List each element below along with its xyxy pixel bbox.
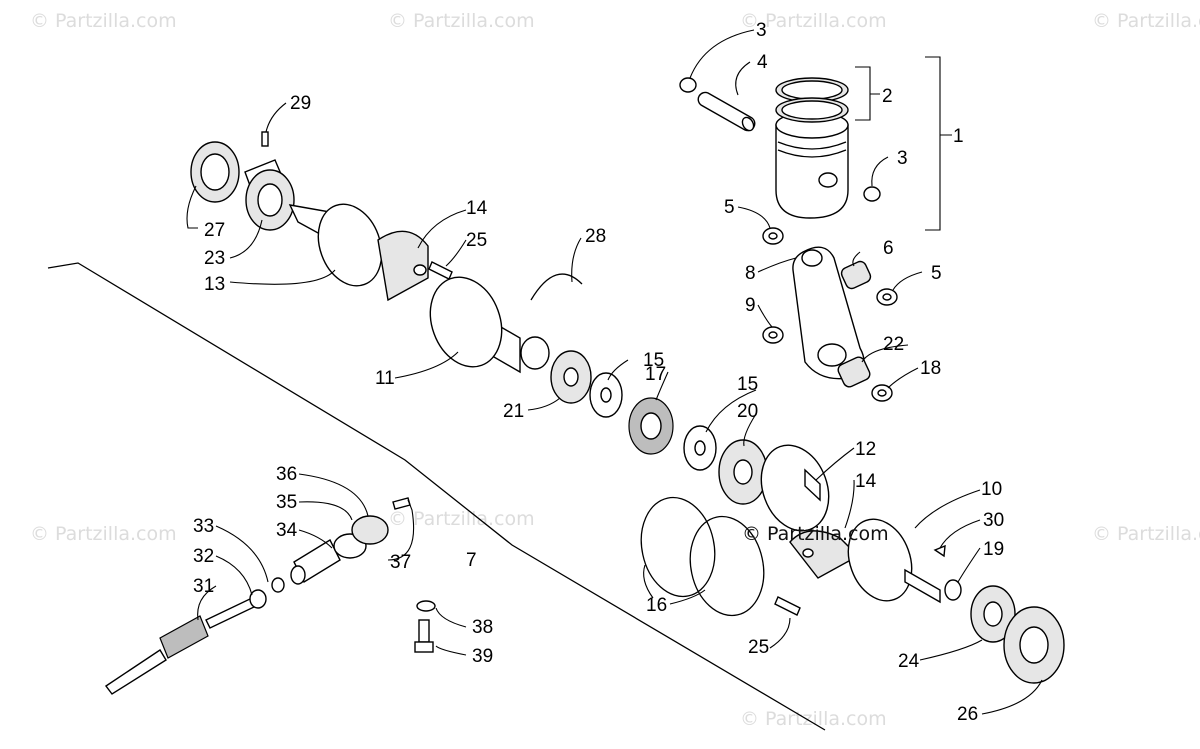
watermark: © Partzilla.com <box>740 708 887 730</box>
pump-gear <box>159 615 209 659</box>
callout-15: 15 <box>643 350 664 371</box>
needle-bearing <box>840 260 872 290</box>
callout-27: 27 <box>204 220 225 241</box>
seal-ring <box>640 496 716 598</box>
callout-11: 11 <box>375 368 395 389</box>
snap-ring <box>944 579 962 601</box>
piston-body <box>775 124 849 219</box>
callout-25: 25 <box>466 230 487 251</box>
wrist-pin <box>697 91 756 132</box>
callout-30: 30 <box>983 510 1004 531</box>
callout-4: 4 <box>757 52 768 73</box>
callout-26: 26 <box>957 704 978 725</box>
cover-plate <box>351 515 389 545</box>
center-watermark: © Partzilla.com <box>742 523 889 545</box>
callout-2: 2 <box>882 86 893 107</box>
callout-13: 13 <box>204 274 225 295</box>
callout-29: 29 <box>290 93 311 114</box>
pump-group <box>104 497 436 695</box>
watermark: © Partzilla.com <box>388 508 535 530</box>
callout-37: 37 <box>390 552 411 573</box>
circlip <box>863 186 881 202</box>
callout-12: 12 <box>855 439 876 460</box>
crank-pin <box>804 468 821 502</box>
washer <box>416 600 436 612</box>
snap-ring <box>530 273 583 301</box>
callout-7: 7 <box>466 550 477 571</box>
piston-group <box>679 77 898 402</box>
callout-14: 14 <box>855 471 877 492</box>
callout-6: 6 <box>883 238 894 259</box>
callout-16: 16 <box>646 595 667 616</box>
circlip <box>679 77 697 93</box>
watermark: © Partzilla.com <box>388 10 535 32</box>
callout-10: 10 <box>981 479 1002 500</box>
callout-3: 3 <box>756 20 767 41</box>
callout-20: 20 <box>737 401 758 422</box>
crank-left-group <box>190 131 583 374</box>
callout-35: 35 <box>276 492 297 513</box>
seal-ring <box>689 515 765 617</box>
o-ring <box>271 577 285 593</box>
callout-14: 14 <box>466 198 488 219</box>
watermark: © Partzilla.com <box>30 10 177 32</box>
callout-33: 33 <box>193 516 214 537</box>
callout-9: 9 <box>745 295 756 316</box>
crank-wheel-right <box>760 444 830 532</box>
callout-34: 34 <box>276 520 298 541</box>
crank-wheel-left <box>317 203 383 287</box>
screw <box>774 596 801 616</box>
callout-22: 22 <box>883 334 904 355</box>
callout-21: 21 <box>503 401 524 422</box>
screw <box>428 261 453 280</box>
leader-lines <box>186 29 1043 715</box>
watermark: © Partzilla.com <box>30 523 177 545</box>
callout-8: 8 <box>745 263 756 284</box>
bolt <box>418 619 430 643</box>
needle-bearing <box>837 356 871 388</box>
callout-36: 36 <box>276 464 297 485</box>
crank-flywheel <box>429 276 503 368</box>
dowel-pin <box>261 131 269 147</box>
callout-25: 25 <box>748 637 769 658</box>
callout-5: 5 <box>931 263 942 284</box>
end-plate <box>377 230 429 302</box>
callout-23: 23 <box>204 248 225 269</box>
callout-labels: 1 2 3 3 4 5 5 6 7 8 9 10 11 12 13 14 14 … <box>193 20 1004 725</box>
watermark: © Partzilla.com <box>1092 523 1200 545</box>
watermark-layer: © Partzilla.com © Partzilla.com © Partzi… <box>30 10 1200 730</box>
callout-38: 38 <box>472 617 493 638</box>
callout-18: 18 <box>920 358 941 379</box>
callout-19: 19 <box>983 539 1004 560</box>
crank-flywheel-right <box>847 518 913 602</box>
callout-31: 31 <box>193 576 214 597</box>
callout-39: 39 <box>472 646 493 667</box>
washer <box>249 589 267 609</box>
callout-3: 3 <box>897 148 908 169</box>
callout-15: 15 <box>737 374 758 395</box>
callout-1: 1 <box>953 126 964 147</box>
pump-shaft <box>104 649 167 695</box>
watermark: © Partzilla.com <box>1092 10 1200 32</box>
bolt-head <box>414 641 434 653</box>
callout-32: 32 <box>193 546 214 567</box>
callout-17: 17 <box>645 364 666 385</box>
callout-28: 28 <box>585 226 606 247</box>
watermark: © Partzilla.com <box>740 10 887 32</box>
center-stack <box>550 350 768 505</box>
callout-24: 24 <box>898 651 920 672</box>
assembly-boundary-line <box>47 262 826 731</box>
callout-5: 5 <box>724 197 735 218</box>
crank-shaft-right <box>904 568 941 604</box>
crank-right-group <box>640 444 1065 684</box>
